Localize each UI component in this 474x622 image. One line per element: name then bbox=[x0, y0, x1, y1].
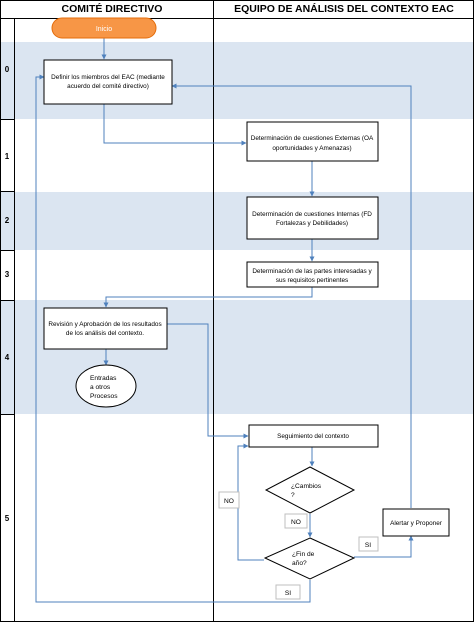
row-label-4: 4 bbox=[5, 353, 10, 362]
row-band-2 bbox=[0, 192, 474, 250]
external-issues-line-2: oportunidades y Amenazas) bbox=[272, 145, 351, 152]
other-processes-line-1: Entradas bbox=[90, 375, 117, 382]
no-label-box-mid bbox=[284, 513, 308, 529]
follow-up-label: Seguimiento del contexto bbox=[277, 433, 349, 440]
review-approval-line-1: Revisión y Aprobación de los resultados bbox=[48, 321, 161, 328]
internal-issues-line-2: Fortalezas y Debilidades) bbox=[276, 220, 348, 227]
row-label-3: 3 bbox=[5, 270, 10, 279]
row-label-0: 0 bbox=[5, 65, 10, 74]
si-label-bottom: SI bbox=[285, 590, 291, 597]
review-approval-box bbox=[43, 307, 168, 350]
interested-parties-line-2: sus requisitos pertinentes bbox=[276, 277, 348, 284]
interested-parties-box bbox=[246, 261, 379, 288]
other-processes-line-3: Procesos bbox=[90, 393, 118, 400]
start-terminator bbox=[51, 17, 157, 39]
si-label-box-bottom bbox=[275, 584, 301, 600]
header-comite-directivo: COMITÉ DIRECTIVO bbox=[62, 2, 163, 15]
si-label-right: SI bbox=[365, 542, 371, 549]
external-issues-line-1: Determinación de cuestiones Externas (OA bbox=[251, 135, 374, 142]
changes-decision bbox=[264, 466, 356, 514]
follow-up-box bbox=[248, 424, 379, 448]
interested-parties-line-1: Determinación de las partes interesadas … bbox=[252, 268, 372, 275]
start-label: Inicio bbox=[96, 26, 112, 33]
internal-issues-line-1: Determinación de cuestiones Internas (FD bbox=[252, 211, 372, 218]
no-label-box-left bbox=[218, 491, 240, 509]
row-label-1: 1 bbox=[5, 152, 10, 161]
row-label-5: 5 bbox=[5, 514, 10, 523]
review-approval-line-2: de los análisis del contexto. bbox=[66, 330, 144, 337]
define-eac-line-2: acuerdo del comité directivo) bbox=[67, 83, 149, 90]
changes-decision-line-1: ¿Cambios bbox=[291, 483, 322, 490]
define-eac-box bbox=[43, 59, 173, 105]
internal-issues-box bbox=[246, 196, 379, 240]
changes-decision-line-2: ? bbox=[291, 492, 295, 499]
header-equipo-eac: EQUIPO DE ANÁLISIS DEL CONTEXTO EAC bbox=[234, 2, 454, 15]
year-end-decision-line-2: año? bbox=[292, 560, 307, 567]
alert-propose-box bbox=[382, 508, 450, 537]
external-issues-box bbox=[246, 121, 379, 162]
year-end-decision-line-1: ¿Fin de bbox=[292, 551, 315, 558]
si-label-box-right bbox=[358, 536, 379, 552]
row-label-2: 2 bbox=[5, 216, 10, 225]
other-processes-terminal bbox=[75, 364, 137, 408]
connectors bbox=[35, 38, 414, 603]
year-end-decision bbox=[263, 537, 356, 580]
alert-propose-label: Alertar y Proponer bbox=[390, 520, 443, 527]
other-processes-line-2: a otros bbox=[90, 384, 111, 391]
no-label-left: NO bbox=[224, 498, 234, 505]
define-eac-line-1: Definir los miembros del EAC (mediante bbox=[51, 74, 165, 81]
no-label-mid: NO bbox=[291, 519, 301, 526]
